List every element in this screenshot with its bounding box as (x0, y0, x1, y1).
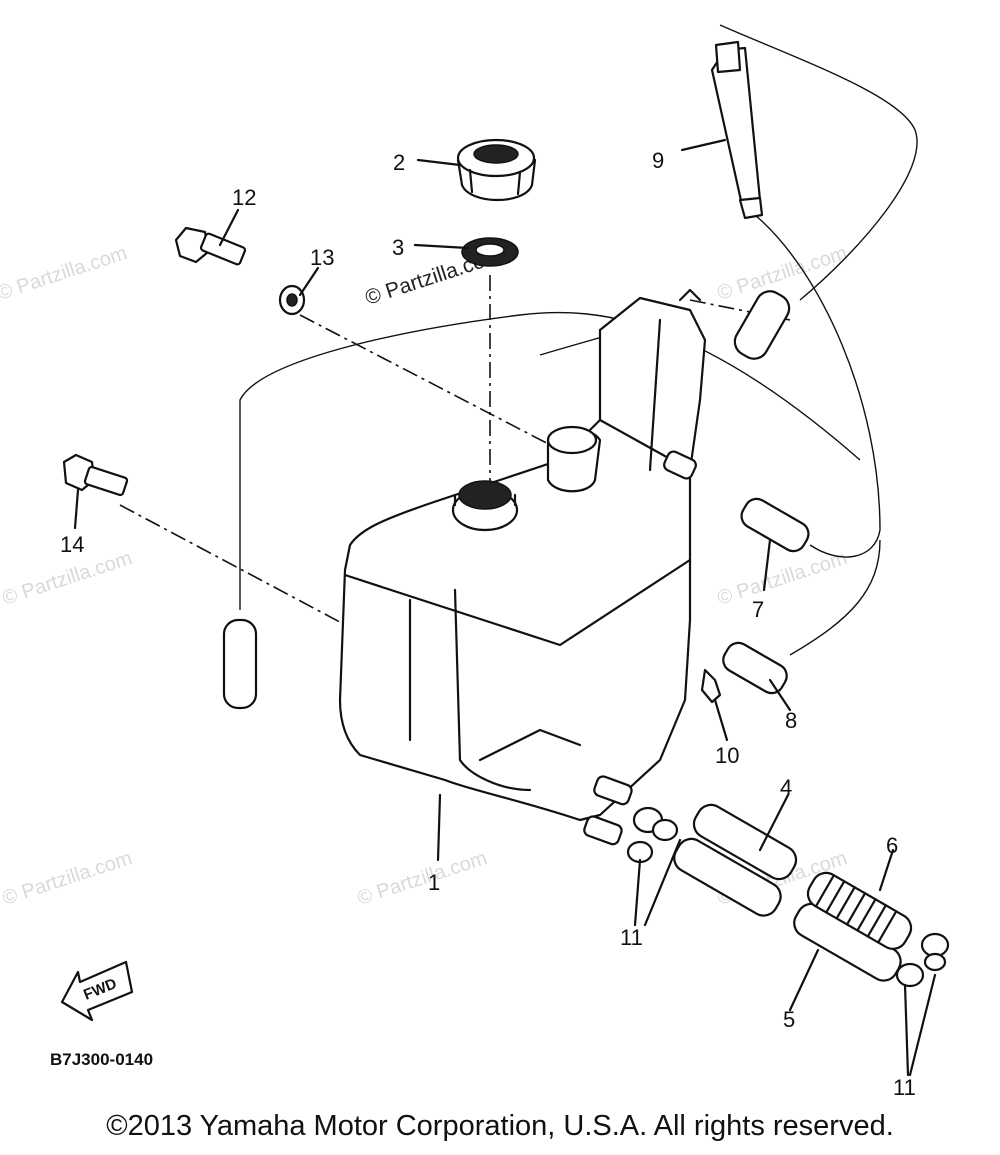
callout-13: 13 (310, 245, 334, 270)
cap-gasket (461, 237, 519, 267)
fwd-arrow-icon: FWD (60, 960, 134, 1022)
callout-3: 3 (392, 235, 404, 260)
callout-7: 7 (752, 597, 764, 622)
hose-routing-lines (239, 24, 918, 656)
callout-4: 4 (780, 775, 792, 800)
oil-tank (338, 288, 707, 846)
watermark-7: © Partzilla.com (355, 847, 490, 910)
callout-11-lower: 11 (893, 1075, 916, 1100)
washer-13 (278, 284, 306, 316)
clamps-upper (626, 806, 679, 864)
callout-14: 14 (60, 532, 84, 557)
callout-5: 5 (783, 1007, 795, 1032)
callouts: 1 2 3 4 5 6 7 8 9 10 11 11 12 13 14 (60, 148, 916, 1100)
hose-6 (806, 871, 913, 950)
hose-7 (740, 497, 810, 553)
hose-9 (710, 40, 764, 220)
copyright-footer: ©2013 Yamaha Motor Corporation, U.S.A. A… (106, 1110, 894, 1142)
watermark-1: © Partzilla.com (0, 242, 130, 305)
tank-cap (456, 138, 537, 202)
callout-6: 6 (886, 833, 898, 858)
part-code: B7J300-0140 (50, 1050, 153, 1069)
callout-11-upper: 11 (620, 925, 643, 950)
bolt-12 (174, 226, 247, 266)
joint-10 (700, 668, 722, 704)
watermark-5: © Partzilla.com (715, 547, 850, 610)
bolt-14 (62, 453, 129, 497)
callout-9: 9 (652, 148, 664, 173)
callout-1: 1 (428, 870, 440, 895)
hose-4 (692, 803, 798, 881)
callout-2: 2 (393, 150, 405, 175)
callout-12: 12 (232, 185, 256, 210)
callout-10: 10 (715, 743, 739, 768)
hose-8 (722, 641, 788, 695)
watermark-6: © Partzilla.com (0, 847, 135, 910)
leader-lines (73, 138, 937, 1077)
hose-upper-short (733, 290, 791, 360)
callout-8: 8 (785, 708, 797, 733)
clamps-lower (895, 932, 950, 988)
hose-left (222, 618, 258, 710)
